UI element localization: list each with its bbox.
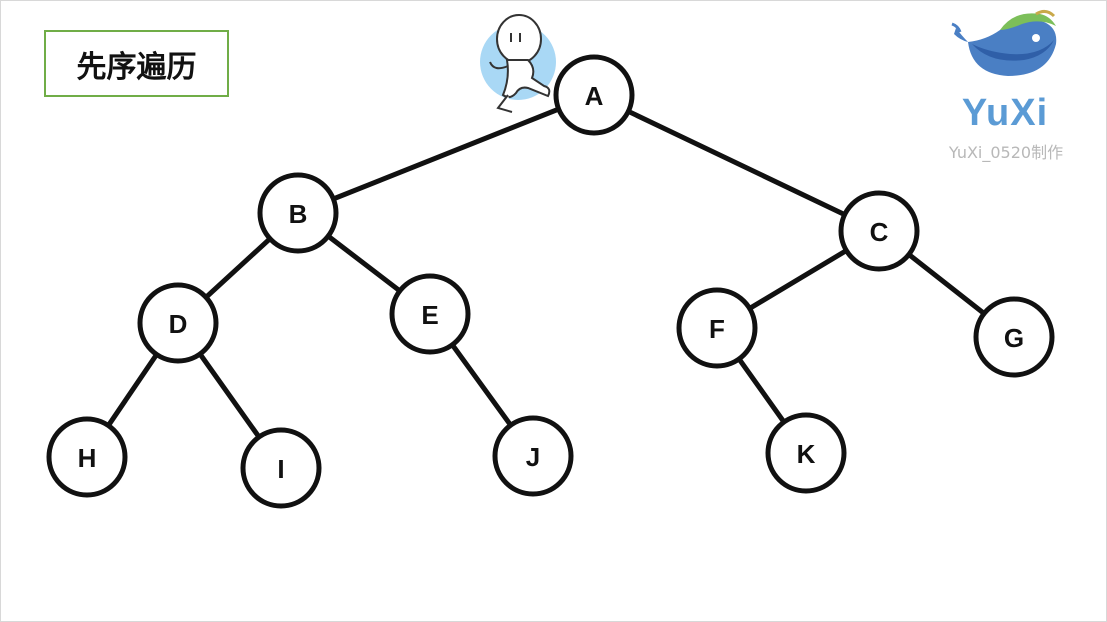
node-j-circle xyxy=(492,415,574,497)
page-title: 先序遍历 xyxy=(44,30,229,97)
node-e-circle xyxy=(389,273,471,355)
node-g-circle xyxy=(973,296,1055,378)
node-c-label: C xyxy=(870,217,889,247)
node-f-label: F xyxy=(709,314,725,344)
node-j-label: J xyxy=(526,442,540,472)
walking-figure-icon xyxy=(480,14,556,113)
node-d-circle xyxy=(137,282,219,364)
node-i-circle xyxy=(240,427,322,509)
node-e-label: E xyxy=(421,300,438,330)
node-g-label: G xyxy=(1004,323,1024,353)
node-a-label: A xyxy=(585,81,604,111)
node-k-label: K xyxy=(797,439,816,469)
logo-name: YuXi xyxy=(961,92,1049,134)
node-b-circle xyxy=(257,172,339,254)
node-a-circle xyxy=(553,54,635,136)
node-h-label: H xyxy=(78,443,97,473)
node-d-label: D xyxy=(169,309,188,339)
node-i-label: I xyxy=(277,454,284,484)
edge-a-b xyxy=(295,92,597,216)
node-f-circle xyxy=(676,287,758,369)
node-h-circle xyxy=(46,416,128,498)
whale-logo-icon xyxy=(951,9,1057,76)
node-b-label: B xyxy=(289,199,308,229)
edge-a-c xyxy=(591,92,882,234)
node-k-circle xyxy=(765,412,847,494)
logo-credit: YuXi_0520制作 xyxy=(948,143,1064,162)
node-c-circle xyxy=(838,190,920,272)
